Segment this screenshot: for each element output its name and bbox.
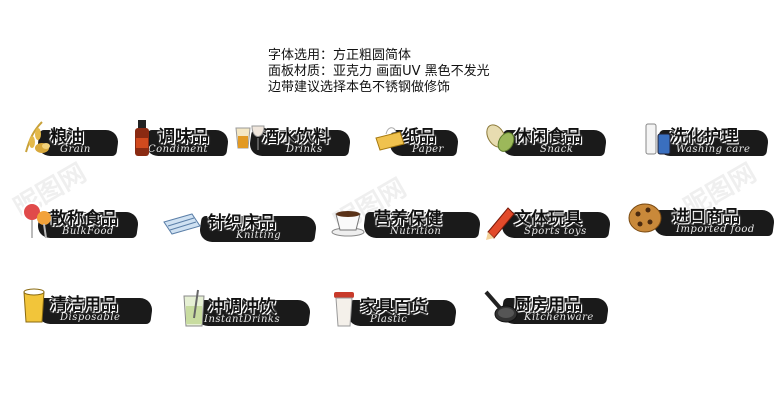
pencil-icon [486, 207, 515, 240]
sign-subtitle: Washing care [676, 144, 751, 155]
sign-subtitle: Kitchenware [524, 312, 594, 323]
plastic-cup-icon [334, 292, 354, 327]
sign-sports-toys: 文体玩具 Sports toys [484, 200, 612, 246]
sign-subtitle: Plastic [370, 314, 408, 325]
sign-title: 休闲食品 [514, 127, 582, 147]
towel-icon [163, 213, 201, 235]
sign-subtitle: BulkFood [62, 226, 114, 237]
sign-title: 散称食品 [50, 209, 118, 229]
spec-line-material: 面板材质：亚克力 画面UV 黑色不发光 [268, 64, 490, 79]
tissue-box-icon [375, 127, 405, 151]
sign-imported-food: 进口商品 Imported food [628, 198, 776, 244]
sign-title: 粮油 [50, 127, 84, 147]
sign-title: 酒水饮料 [262, 127, 330, 147]
frying-pan-icon [484, 290, 518, 323]
sign-title: 冲调冲饮 [208, 297, 276, 317]
grain-icon [25, 121, 50, 153]
sign-kitchenware: 厨房用品 Kitchenware [484, 286, 610, 332]
toiletries-icon [645, 123, 671, 155]
sign-subtitle: Drinks [286, 144, 323, 155]
sign-knitting: 针织床品 Knitting [160, 204, 318, 250]
lollipop-icon [22, 202, 51, 239]
sign-condiment: 调味品 Condiment [128, 118, 230, 164]
sign-title: 厨房用品 [514, 295, 582, 315]
sign-title: 调味品 [158, 127, 209, 147]
sign-washing-care: 洗化护理 Washing care [640, 118, 770, 164]
sign-subtitle: Disposable [60, 312, 121, 323]
sign-grain: 粮油 Grain [20, 118, 120, 164]
sign-subtitle: Snack [540, 144, 574, 155]
condiment-bottle-icon [135, 120, 149, 156]
sign-title: 清洁用品 [50, 295, 118, 315]
sign-subtitle: InstantDrinks [204, 314, 281, 325]
sign-title: 家具百货 [360, 297, 428, 317]
sign-nutrition: 营养保健 Nutrition [330, 200, 482, 246]
sign-plastic: 家具百货 Plastic [330, 288, 458, 334]
sign-paper: 纸品 Paper [372, 118, 460, 164]
sign-subtitle: Condiment [148, 144, 209, 155]
sign-title: 针织床品 [208, 213, 276, 233]
sign-subtitle: Imported food [676, 224, 755, 235]
sign-instant-drinks: 冲调冲饮 InstantDrinks [178, 288, 312, 334]
sign-snack: 休闲食品 Snack [484, 118, 608, 164]
sign-subtitle: Sports toys [524, 226, 587, 237]
sign-subtitle: Nutrition [390, 226, 442, 237]
sign-title: 洗化护理 [670, 127, 738, 147]
sign-title: 文体玩具 [514, 209, 582, 229]
sign-bulk-food: 散称食品 BulkFood [20, 200, 140, 246]
sign-title: 纸品 [402, 127, 436, 147]
sign-subtitle: Grain [60, 144, 91, 155]
sign-title: 进口商品 [672, 207, 740, 227]
drinks-icon [235, 125, 265, 150]
sign-subtitle: Paper [412, 144, 444, 155]
sign-title: 营养保健 [374, 209, 442, 229]
cookie-icon [628, 203, 662, 233]
pistachio-icon [486, 124, 515, 152]
cleaning-cup-icon [23, 288, 45, 323]
sign-subtitle: Knitting [236, 230, 282, 241]
coffee-cup-icon [331, 211, 365, 237]
instant-drink-icon [183, 289, 205, 327]
sign-drinks: 酒水饮料 Drinks [232, 118, 354, 164]
spec-line-border: 边带建议选择本色不锈钢做修饰 [268, 80, 451, 95]
spec-text: 字体选用：方正粗圆简体 面板材质：亚克力 画面UV 黑色不发光 边带建议选择本色… [268, 48, 490, 96]
spec-line-font: 字体选用：方正粗圆简体 [268, 48, 412, 63]
sign-disposable: 清洁用品 Disposable [20, 286, 154, 332]
